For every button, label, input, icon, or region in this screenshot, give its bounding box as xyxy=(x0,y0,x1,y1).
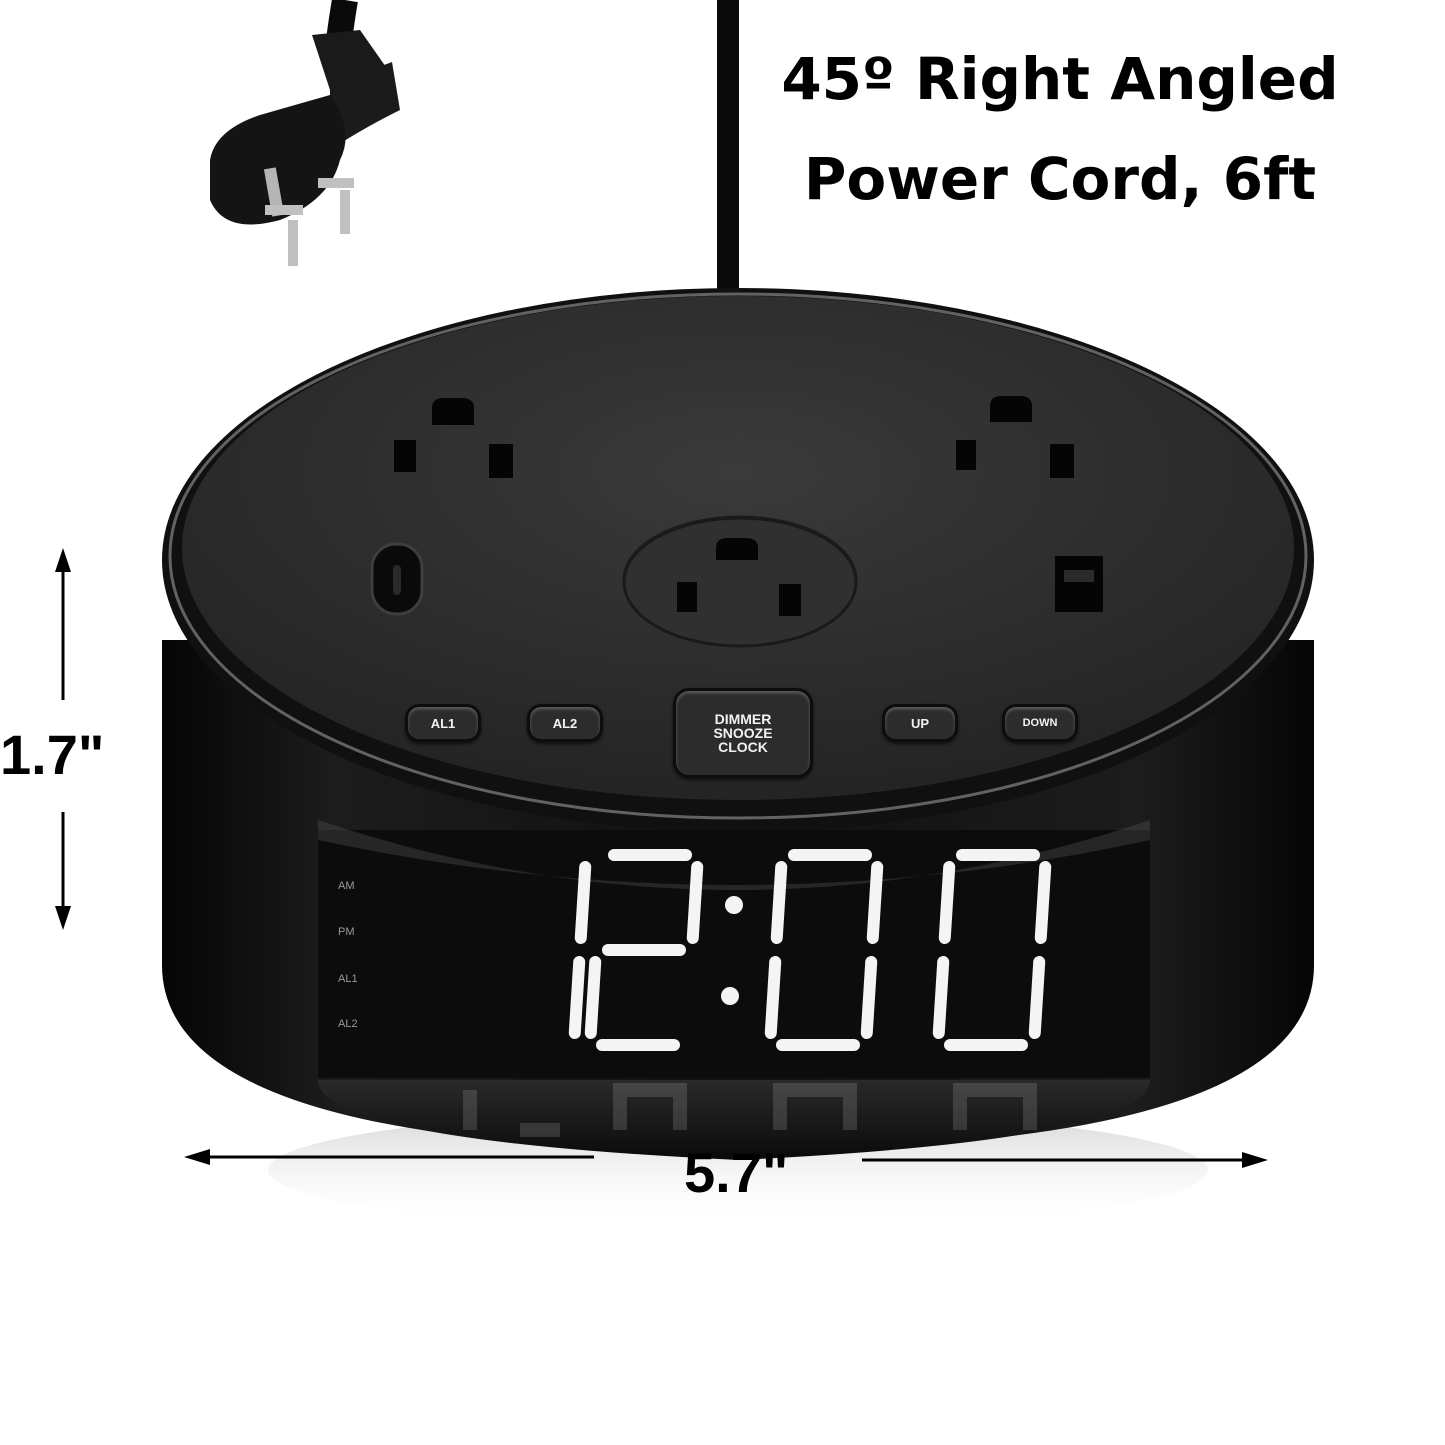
height-label: 1.7" xyxy=(0,723,105,786)
top-rim xyxy=(168,292,1308,820)
usb-a-port xyxy=(1055,556,1103,612)
digit-segment xyxy=(574,861,592,944)
display-glare xyxy=(318,820,1150,890)
up-button[interactable]: UP xyxy=(882,704,958,742)
outlet-left xyxy=(394,398,513,478)
down-label: DOWN xyxy=(1022,717,1058,729)
snooze-label: SNOOZE xyxy=(713,725,773,741)
digit-segment xyxy=(764,956,782,1039)
al1-label: AL1 xyxy=(430,715,456,731)
digit-segment xyxy=(1028,956,1046,1039)
clock-label: CLOCK xyxy=(718,739,768,755)
up-label: UP xyxy=(910,715,930,731)
digit-segment xyxy=(770,861,788,944)
dimmer-snooze-clock-button[interactable]: DIMMER SNOOZE CLOCK xyxy=(673,688,813,778)
digit-segment xyxy=(584,956,602,1039)
colon-dot xyxy=(721,987,739,1005)
indicator-al1: AL1 xyxy=(338,973,358,985)
caption-line-2: Power Cord, 6ft xyxy=(803,145,1317,213)
caption-line-1: 45º Right Angled xyxy=(781,45,1339,113)
display-panel xyxy=(318,830,1150,1078)
caption: 45º Right Angled Power Cord, 6ft xyxy=(700,40,1420,218)
width-label: 5.7" xyxy=(684,1141,789,1204)
dimmer-label: DIMMER xyxy=(714,711,772,727)
digit-segment xyxy=(866,861,884,944)
outlet-center xyxy=(622,515,858,648)
digit-segment xyxy=(938,861,956,944)
indicator-al2: AL2 xyxy=(338,1018,358,1030)
time-digits xyxy=(568,849,1052,1051)
width-arrow xyxy=(184,1149,1268,1168)
digit-segment xyxy=(1034,861,1052,944)
height-arrow xyxy=(55,548,71,930)
indicator-am: AM xyxy=(338,880,355,892)
digit-segment xyxy=(568,956,586,1039)
digit-segment xyxy=(932,956,950,1039)
digit-segment xyxy=(860,956,878,1039)
indicator-pm: PM xyxy=(338,926,355,938)
al2-label: AL2 xyxy=(552,715,578,731)
al2-button[interactable]: AL2 xyxy=(527,704,603,742)
al1-button[interactable]: AL1 xyxy=(405,704,481,742)
outlet-right xyxy=(956,396,1074,478)
angled-plug-illustration xyxy=(210,0,400,266)
display-reflection xyxy=(318,1080,1150,1160)
down-button[interactable]: DOWN xyxy=(1002,704,1078,742)
digit-segment xyxy=(686,861,704,944)
colon-dot xyxy=(725,896,743,914)
